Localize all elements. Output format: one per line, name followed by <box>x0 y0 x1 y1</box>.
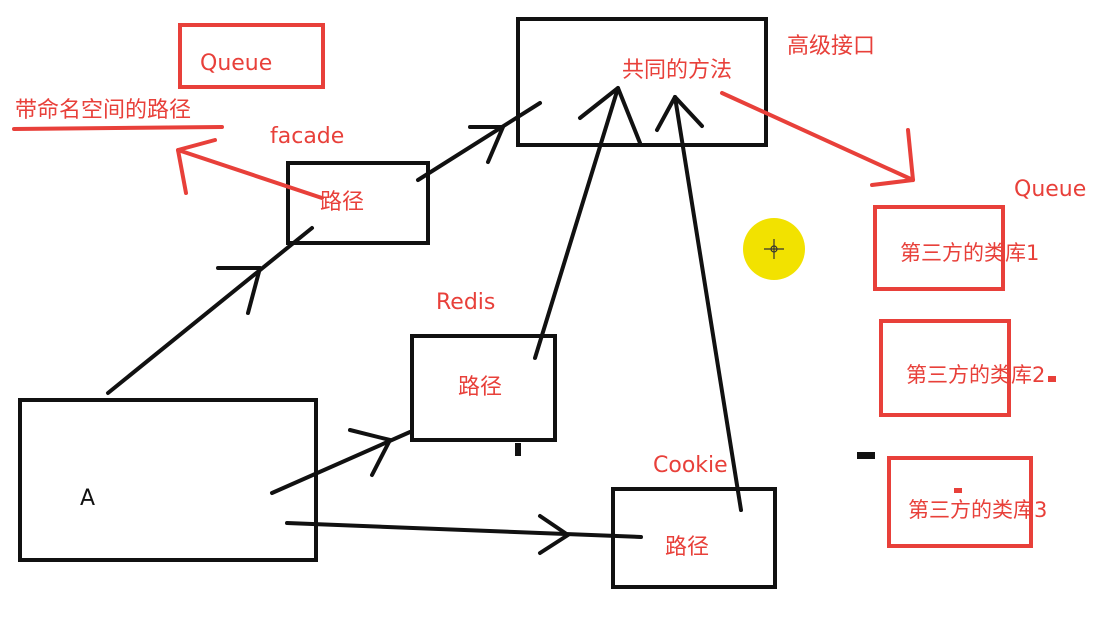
queue-top-label: Queue <box>200 51 273 76</box>
interface-box <box>516 17 768 147</box>
redis-box <box>410 334 557 442</box>
facade-box-text: 路径 <box>320 190 365 215</box>
arrow-facade-to-namespace <box>176 148 324 200</box>
arrow-redis-to-interface <box>533 86 620 360</box>
crosshair-cursor-icon <box>764 239 784 259</box>
facade-label: facade <box>270 124 345 149</box>
arrowhead-facade-to-namespace <box>176 138 217 195</box>
library-2-text: 第三方的类库2 <box>906 363 1046 387</box>
cookie-label: Cookie <box>653 453 728 478</box>
arrowhead-cookie-to-interface <box>655 95 704 132</box>
interface-label: 高级接口 <box>787 34 876 59</box>
ink-mark <box>1048 376 1056 382</box>
redis-box-text: 路径 <box>458 375 503 400</box>
arrowhead-a-to-facade <box>216 266 262 315</box>
library-2-box <box>879 319 1011 417</box>
facade-box <box>286 161 430 245</box>
arrowhead-redis-to-interface <box>578 86 642 145</box>
ink-mark <box>515 443 521 456</box>
library-3-box <box>887 456 1033 548</box>
client-box <box>18 398 318 562</box>
arrow-cookie-to-interface <box>673 95 743 512</box>
library-3-text: 第三方的类库3 <box>908 498 1048 522</box>
client-box-text: A <box>80 486 96 511</box>
ink-mark <box>954 488 962 493</box>
arrowhead-a-to-redis <box>348 428 392 477</box>
arrow-a-to-facade <box>106 226 314 395</box>
queue-top-box <box>178 23 325 89</box>
queue-right-label: Queue <box>1014 177 1087 202</box>
library-1-box <box>873 205 1005 291</box>
arrowhead-a-to-cookie <box>538 514 570 555</box>
arrow-interface-to-libraries <box>720 91 915 182</box>
arrowhead-facade-to-interface <box>468 125 505 164</box>
library-1-text: 第三方的类库1 <box>900 241 1040 265</box>
interface-title: 共同的方法 <box>622 58 733 83</box>
arrow-facade-to-interface <box>416 101 542 182</box>
redis-label: Redis <box>436 290 496 315</box>
arrowhead-interface-to-libraries <box>870 128 915 187</box>
underline-namespace-path <box>12 125 224 131</box>
ink-mark <box>857 452 875 459</box>
arrow-a-to-cookie <box>285 521 643 539</box>
cookie-box-text: 路径 <box>665 535 710 560</box>
namespace-path-label: 带命名空间的路径 <box>15 98 192 123</box>
cookie-box <box>611 487 777 589</box>
